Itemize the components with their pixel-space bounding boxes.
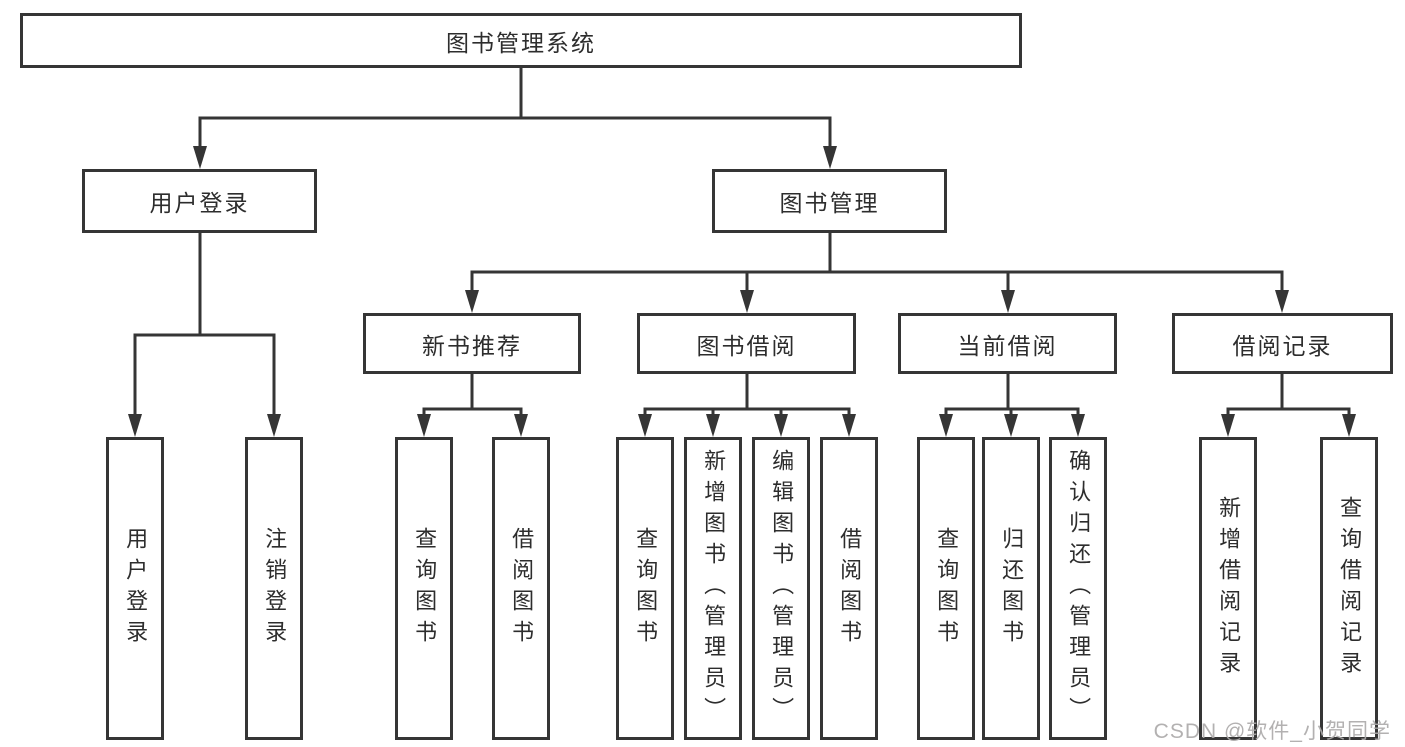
node-label: 借阅图书 — [837, 526, 863, 651]
node-label: 图书管理 — [779, 190, 880, 216]
leaf-query-books-borrow: 查询图书 — [616, 437, 674, 740]
leaf-add-books-admin: 新增图书（管理员） — [684, 437, 742, 740]
leaf-query-borrow-record: 查询借阅记录 — [1320, 437, 1378, 740]
node-label: 借阅图书 — [509, 526, 535, 651]
node-label: 当前借阅 — [957, 332, 1058, 359]
node-label: 查询图书 — [412, 526, 438, 651]
node-label: 新增借阅记录 — [1216, 495, 1242, 682]
csdn-watermark: CSDN @软件_小贺同学 — [1153, 720, 1391, 743]
leaf-borrow-books-recommend: 借阅图书 — [492, 437, 550, 740]
node-label: 图书管理系统 — [446, 29, 596, 56]
leaf-logout: 注销登录 — [245, 437, 303, 740]
node-label: 查询图书 — [934, 526, 960, 651]
leaf-add-borrow-record: 新增借阅记录 — [1199, 437, 1257, 740]
leaf-query-books-current: 查询图书 — [917, 437, 975, 740]
node-label: 新书推荐 — [422, 332, 522, 359]
node-new-book-recommend: 新书推荐 — [363, 313, 581, 374]
node-book-borrow: 图书借阅 — [637, 313, 856, 374]
node-label: 确认归还（管理员） — [1066, 449, 1092, 728]
leaf-confirm-return-admin: 确认归还（管理员） — [1049, 437, 1107, 740]
node-user-login: 用户登录 — [82, 169, 317, 233]
node-label: 借阅记录 — [1232, 332, 1333, 359]
node-current-borrow: 当前借阅 — [898, 313, 1117, 374]
node-label: 用户登录 — [123, 526, 149, 651]
leaf-user-login: 用户登录 — [106, 437, 164, 740]
leaf-return-books: 归还图书 — [982, 437, 1040, 740]
node-label: 注销登录 — [262, 526, 288, 651]
node-label: 用户登录 — [149, 190, 250, 216]
leaf-edit-books-admin: 编辑图书（管理员） — [752, 437, 810, 740]
node-label: 编辑图书（管理员） — [769, 449, 795, 728]
node-label: 归还图书 — [999, 526, 1025, 651]
node-label: 新增图书（管理员） — [701, 449, 727, 728]
leaf-query-books-recommend: 查询图书 — [395, 437, 453, 740]
node-borrow-records: 借阅记录 — [1172, 313, 1393, 374]
node-label: 查询图书 — [633, 526, 659, 651]
node-book-management: 图书管理 — [712, 169, 947, 233]
node-label: 查询借阅记录 — [1337, 495, 1363, 682]
node-root-library-system: 图书管理系统 — [20, 13, 1022, 68]
leaf-borrow-books: 借阅图书 — [820, 437, 878, 740]
node-label: 图书借阅 — [696, 332, 797, 359]
